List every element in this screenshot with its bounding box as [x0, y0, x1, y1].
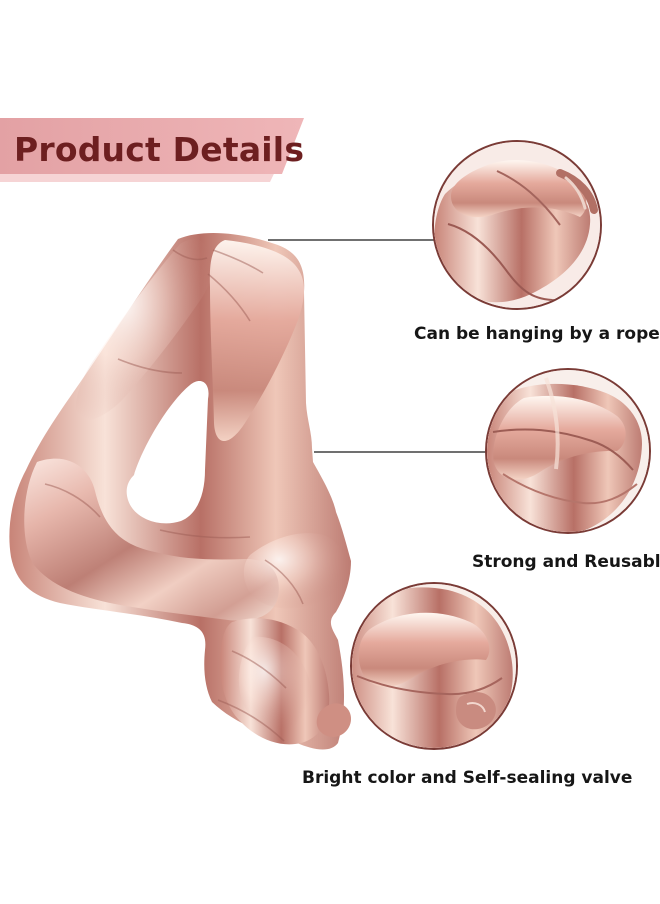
feature-caption-hanging: Can be hanging by a rope	[414, 324, 660, 344]
valve-detail-icon	[350, 582, 518, 750]
balloon-bend-detail-icon	[485, 368, 651, 534]
balloon-crinkle-lines	[44, 249, 304, 742]
feature-caption-strong: Strong and Reusable	[472, 552, 660, 572]
banner-fill	[0, 118, 304, 174]
hanging-loop-detail-icon	[432, 140, 602, 310]
feature-caption-valve: Bright color and Self-sealing valve	[302, 768, 633, 788]
page-title: Product Details	[14, 130, 305, 169]
number-4-balloon	[9, 232, 352, 750]
banner-background	[0, 118, 304, 182]
